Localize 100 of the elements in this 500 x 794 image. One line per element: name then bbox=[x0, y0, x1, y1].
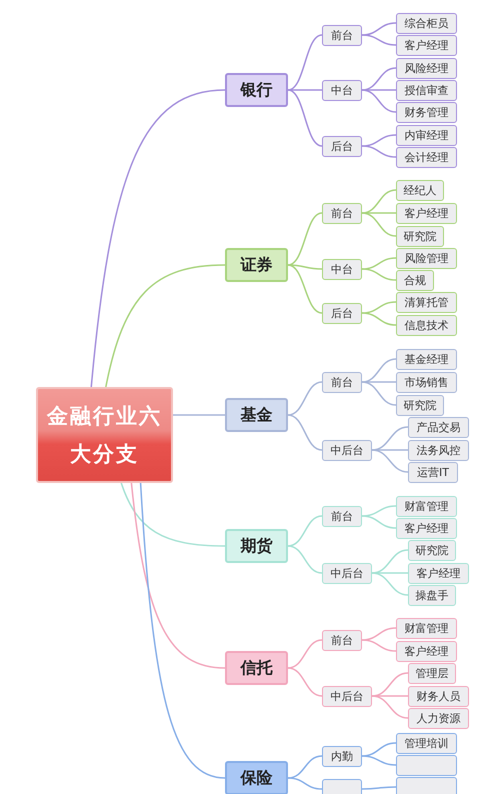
branch-box: 期货 bbox=[225, 529, 288, 563]
sub-branch-box: 中台 bbox=[322, 80, 362, 100]
connector-line bbox=[372, 572, 408, 596]
connector-line bbox=[362, 358, 396, 383]
sub-branch-box: 后台 bbox=[322, 302, 362, 324]
connector-line bbox=[288, 381, 322, 416]
sub-branch-box: 前台 bbox=[322, 372, 362, 392]
leaf-box bbox=[396, 754, 457, 776]
sub-branch-box bbox=[322, 778, 362, 794]
connector-line bbox=[120, 482, 226, 547]
sub-branch-box: 前台 bbox=[322, 24, 362, 46]
connector-line bbox=[362, 312, 396, 326]
connector-line bbox=[130, 482, 226, 669]
connector-line bbox=[372, 672, 408, 697]
connector-line bbox=[140, 482, 226, 779]
connector-line bbox=[372, 449, 408, 473]
leaf-box: 客户经理 bbox=[408, 562, 469, 584]
sub-branch-box: 后台 bbox=[322, 136, 362, 156]
sub-branch-box: 前台 bbox=[322, 506, 362, 526]
leaf-box: 研究院 bbox=[396, 394, 444, 416]
connector-line bbox=[362, 89, 396, 113]
connector-line bbox=[288, 777, 322, 790]
connector-line bbox=[173, 414, 225, 416]
connector-line bbox=[362, 268, 396, 281]
branch-box: 保险 bbox=[225, 761, 288, 794]
leaf-box: 授信审查 bbox=[396, 80, 457, 100]
leaf-box: 财务人员 bbox=[408, 686, 469, 706]
sub-branch-box: 前台 bbox=[322, 630, 362, 650]
connector-line bbox=[288, 515, 322, 547]
leaf-box: 人力资源 bbox=[408, 708, 469, 728]
leaf-box: 合规 bbox=[396, 270, 434, 290]
leaf-box: 经纪人 bbox=[396, 180, 444, 200]
leaf-box: 客户经理 bbox=[396, 518, 457, 538]
connector-line bbox=[288, 212, 322, 266]
sub-branch-box: 中后台 bbox=[322, 440, 372, 460]
leaf-box: 客户经理 bbox=[396, 640, 457, 662]
connector-line bbox=[362, 381, 396, 406]
connector-line bbox=[288, 545, 322, 574]
connector-line bbox=[105, 264, 226, 388]
leaf-box: 信息技术 bbox=[396, 314, 457, 336]
leaf-box: 研究院 bbox=[396, 226, 444, 246]
connector-line bbox=[90, 89, 226, 388]
connector-line bbox=[362, 742, 396, 757]
leaf-box: 财富管理 bbox=[396, 496, 457, 516]
leaf-box: 财富管理 bbox=[396, 618, 457, 638]
leaf-box: 研究院 bbox=[408, 540, 456, 560]
connector-line bbox=[288, 89, 322, 91]
leaf-box: 内审经理 bbox=[396, 124, 457, 146]
leaf-box: 风险管理 bbox=[396, 248, 457, 268]
leaf-box: 运营IT bbox=[408, 462, 458, 482]
connector-line bbox=[288, 264, 322, 314]
leaf-box: 管理层 bbox=[408, 662, 456, 684]
connector-line bbox=[362, 134, 396, 147]
connector-line bbox=[362, 627, 396, 641]
connector-line bbox=[362, 515, 396, 529]
connector-line bbox=[362, 22, 396, 36]
connector-line bbox=[288, 414, 322, 451]
leaf-box: 基金经理 bbox=[396, 348, 457, 370]
leaf-box: 操盘手 bbox=[408, 584, 456, 606]
leaf-box bbox=[396, 776, 457, 794]
branch-box: 证券 bbox=[225, 248, 288, 282]
leaf-box: 会计经理 bbox=[396, 146, 457, 168]
leaf-box: 财务管理 bbox=[396, 102, 457, 122]
leaf-box: 法务风控 bbox=[408, 440, 469, 460]
leaf-box: 清算托管 bbox=[396, 292, 457, 312]
leaf-box: 风险经理 bbox=[396, 58, 457, 78]
connector-line bbox=[362, 257, 396, 270]
sub-branch-box: 中台 bbox=[322, 258, 362, 280]
connector-line bbox=[362, 786, 396, 790]
leaf-box: 市场销售 bbox=[396, 372, 457, 392]
branch-box: 信托 bbox=[225, 651, 288, 685]
connector-line bbox=[362, 301, 396, 314]
connector-line bbox=[362, 505, 396, 517]
branch-box: 基金 bbox=[225, 398, 288, 432]
connector-line bbox=[372, 549, 408, 574]
connector-line bbox=[288, 89, 322, 147]
connector-line bbox=[362, 755, 396, 766]
connector-line bbox=[362, 145, 396, 158]
connector-line bbox=[362, 67, 396, 91]
leaf-box: 管理培训 bbox=[396, 732, 457, 754]
connector-line bbox=[288, 667, 322, 697]
connector-line bbox=[362, 34, 396, 46]
sub-branch-box: 内勤 bbox=[322, 746, 362, 766]
connector-line bbox=[288, 639, 322, 669]
leaf-box: 产品交易 bbox=[408, 416, 469, 438]
sub-branch-box: 中后台 bbox=[322, 562, 372, 584]
sub-branch-box: 中后台 bbox=[322, 686, 372, 706]
connector-line bbox=[372, 426, 408, 451]
connector-line bbox=[362, 189, 396, 214]
leaf-box: 客户经理 bbox=[396, 202, 457, 224]
connector-line bbox=[288, 34, 322, 91]
leaf-box: 客户经理 bbox=[396, 34, 457, 56]
branch-box: 银行 bbox=[225, 73, 288, 107]
connector-line bbox=[288, 755, 322, 779]
connector-line bbox=[362, 212, 396, 237]
connector-line bbox=[372, 695, 408, 719]
sub-branch-box: 前台 bbox=[322, 202, 362, 224]
root-topic-box: 金融行业六大分支 bbox=[36, 387, 173, 483]
leaf-box: 综合柜员 bbox=[396, 12, 457, 34]
connector-line bbox=[362, 639, 396, 652]
